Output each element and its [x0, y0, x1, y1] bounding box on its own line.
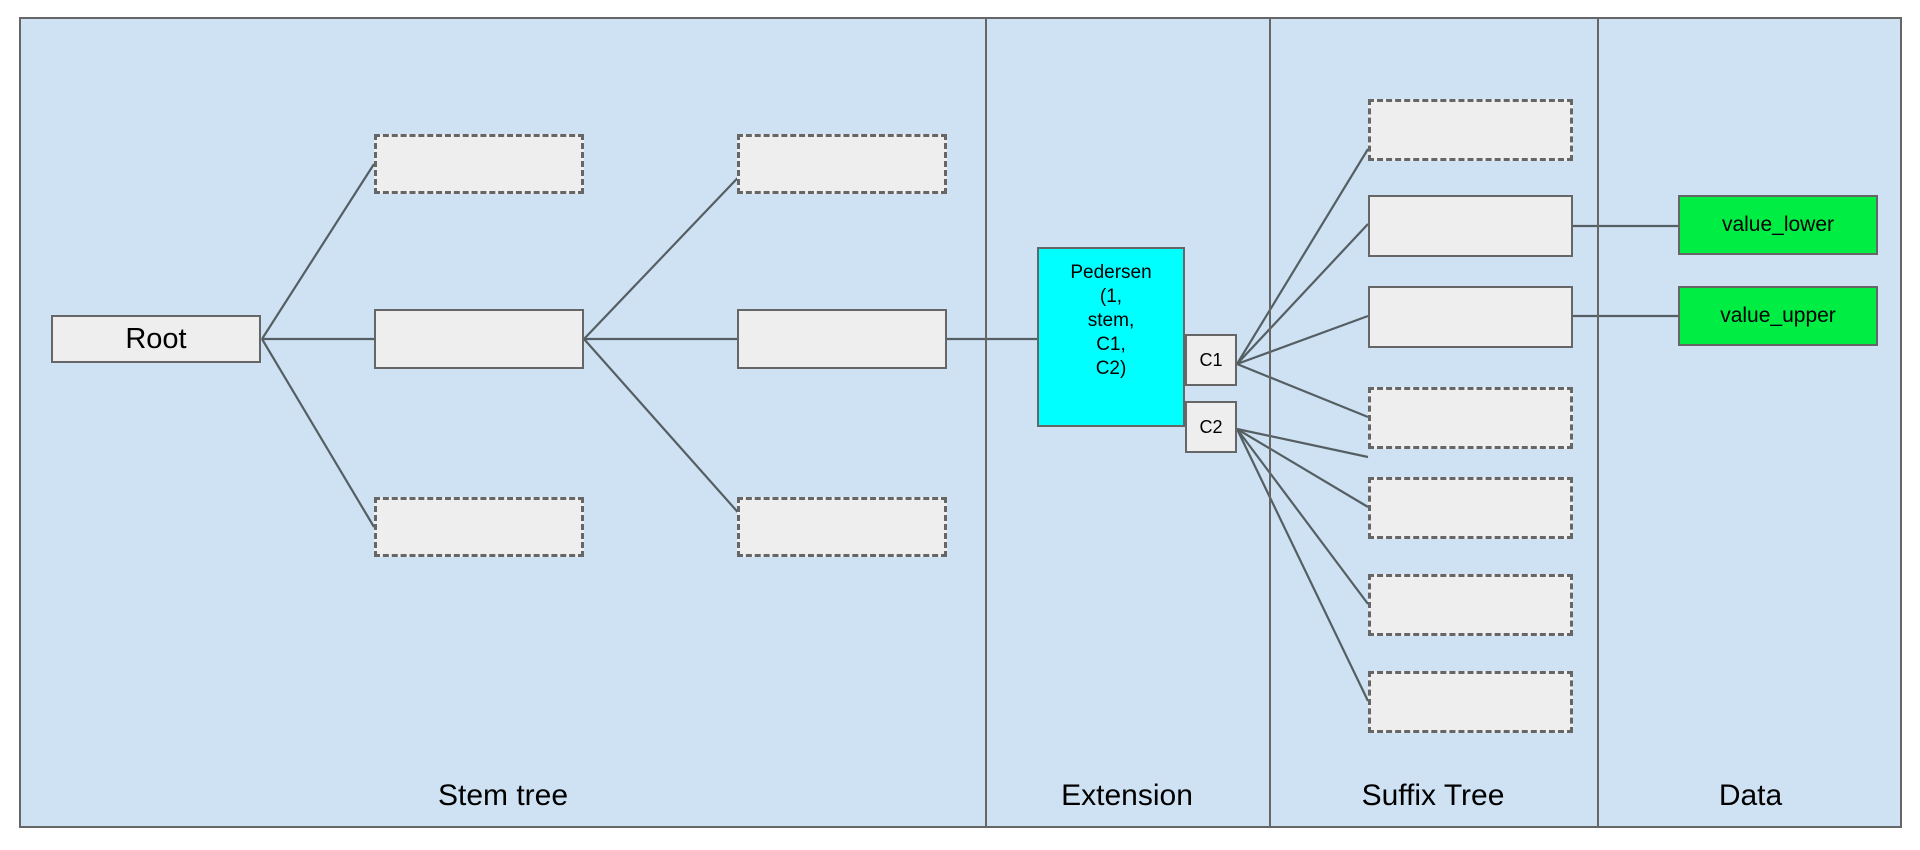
node-pedersen-commitment[interactable]: Pedersen (1, stem, C1, C2): [1037, 247, 1185, 427]
node-stem-l2-middle[interactable]: [737, 309, 947, 369]
node-suffix-3[interactable]: [1368, 286, 1573, 348]
node-c1-label: C1: [1199, 349, 1223, 370]
node-stem-l1-bottom[interactable]: [374, 497, 584, 557]
edge-c2-to-suffix-6: [1236, 428, 1369, 605]
section-label-data-text: Data: [1718, 779, 1783, 812]
section-label-data: Data: [1597, 779, 1904, 813]
edge-root-to-stem-l1-bottom: [261, 338, 375, 528]
edge-stem-l1-middle-to-stem-l2-top: [583, 163, 752, 340]
pedersen-line-1: Pedersen: [1070, 262, 1152, 283]
node-stem-l1-middle[interactable]: [374, 309, 584, 369]
section-label-stem-tree: Stem tree: [21, 779, 985, 813]
node-suffix-4[interactable]: [1368, 387, 1573, 449]
edge-c1-to-suffix-2: [1236, 223, 1369, 365]
node-c1[interactable]: C1: [1185, 334, 1237, 386]
node-stem-l2-bottom[interactable]: [737, 497, 947, 557]
node-suffix-6[interactable]: [1368, 574, 1573, 636]
node-value-upper-label: value_upper: [1720, 304, 1836, 327]
pedersen-line-5: C2): [1095, 358, 1127, 379]
edge-c1-to-suffix-1: [1236, 148, 1369, 365]
node-stem-l1-top[interactable]: [374, 134, 584, 194]
pedersen-line-2: (1,: [1099, 286, 1123, 307]
node-root[interactable]: Root: [51, 315, 261, 363]
section-label-extension-text: Extension: [1061, 779, 1193, 812]
divider-stem-extension: [985, 19, 987, 826]
node-suffix-5[interactable]: [1368, 477, 1573, 539]
pedersen-line-3: stem,: [1087, 310, 1135, 331]
edge-root-to-stem-l1-top: [261, 163, 375, 340]
edge-c2-to-suffix-5: [1236, 428, 1369, 508]
edge-c1-to-suffix-4: [1236, 362, 1369, 419]
section-label-extension: Extension: [985, 779, 1269, 813]
node-pedersen-commitment-text: Pedersen (1, stem, C1, C2): [1039, 261, 1183, 381]
section-label-suffix-tree-text: Suffix Tree: [1361, 779, 1505, 812]
edge-c2-to-suffix-extra: [1236, 427, 1369, 459]
node-suffix-2[interactable]: [1368, 195, 1573, 257]
diagram-canvas: Root Pedersen (1, stem, C1, C: [19, 17, 1902, 828]
section-label-stem-tree-text: Stem tree: [437, 779, 569, 812]
divider-suffix-data: [1597, 19, 1599, 826]
node-c2-label: C2: [1199, 416, 1223, 437]
node-value-lower-label: value_lower: [1721, 213, 1835, 236]
node-c2[interactable]: C2: [1185, 401, 1237, 453]
pedersen-line-4: C1,: [1096, 334, 1126, 355]
edge-c2-to-suffix-7: [1236, 428, 1369, 702]
divider-extension-suffix: [1269, 19, 1271, 826]
node-stem-l2-top[interactable]: [737, 134, 947, 194]
node-value-lower[interactable]: value_lower: [1678, 195, 1878, 255]
node-suffix-1[interactable]: [1368, 99, 1573, 161]
node-root-label: Root: [125, 322, 187, 355]
node-suffix-7[interactable]: [1368, 671, 1573, 733]
edge-stem-l1-middle-to-stem-l2-bottom: [583, 338, 752, 528]
edge-layer: [261, 148, 1678, 702]
section-label-suffix-tree: Suffix Tree: [1269, 779, 1597, 813]
edge-c1-to-suffix-3: [1236, 314, 1369, 366]
node-value-upper[interactable]: value_upper: [1678, 286, 1878, 346]
